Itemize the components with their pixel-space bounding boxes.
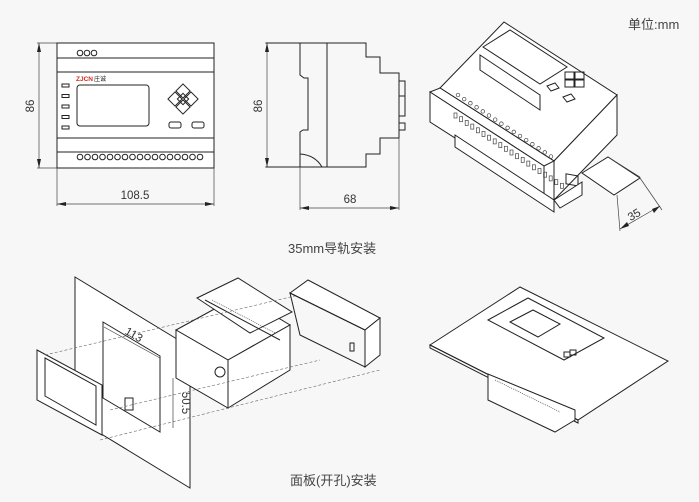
terminal-slot: [509, 149, 514, 156]
terminal-screw: [536, 146, 541, 151]
terminal-screw: [144, 153, 151, 161]
terminal-screw: [196, 153, 204, 161]
terminal-slot: [498, 142, 503, 148]
terminal-slot: [470, 123, 475, 130]
front-width-dim: 108.5: [121, 190, 150, 202]
terminal-slot: [464, 120, 469, 126]
terminal-screw: [542, 150, 547, 155]
terminal-screw: [517, 133, 523, 139]
terminal-screw: [76, 153, 84, 161]
led-indicator: [61, 115, 70, 119]
terminal-screw: [121, 153, 129, 161]
terminal-screw: [486, 113, 492, 118]
terminal-screw: [159, 153, 166, 161]
terminal-slot: [526, 160, 531, 167]
terminal-slot: [532, 164, 536, 171]
terminal-screw: [462, 96, 467, 102]
terminal-screw: [455, 92, 461, 98]
terminal-screw: [174, 153, 181, 161]
terminal-slot: [554, 179, 559, 185]
terminal-screw: [166, 153, 174, 161]
terminal-screw: [91, 153, 99, 161]
led-indicator: [61, 125, 70, 130]
top-terminals: [76, 49, 98, 57]
terminal-screw: [480, 109, 485, 114]
terminal-screw: [181, 153, 189, 161]
navigation-keypad: [167, 83, 199, 115]
terminal-screw: [511, 129, 516, 135]
mounting-bezel: [36, 349, 103, 436]
terminal-slot: [481, 131, 486, 137]
front-view: 86 ZJCN 庄诚 108.5: [25, 42, 215, 206]
panel-cutout: [102, 321, 161, 433]
terminal-slot: [520, 157, 525, 163]
terminal-screw: [505, 125, 510, 130]
bottom-terminals: [76, 153, 204, 161]
terminal-slot: [548, 175, 553, 182]
led-indicator: [61, 83, 70, 88]
front-body: [56, 42, 215, 169]
terminal-screw: [468, 101, 473, 106]
isometric-rail-view: 35: [428, 21, 663, 232]
terminal-screw: [474, 105, 479, 110]
terminal-screw: [530, 142, 535, 147]
side-view: 86 68: [253, 42, 406, 210]
terminal-screw: [99, 153, 106, 161]
terminal-slot: [504, 145, 508, 152]
terminal-slot: [537, 168, 542, 174]
iso-lcd-screen: [482, 29, 568, 85]
cutout-height-dim: 50.5: [179, 392, 191, 414]
led-indicators: [61, 83, 70, 130]
brand-logo: ZJCN: [76, 76, 93, 83]
terminal-screw: [83, 49, 91, 57]
led-indicator: [61, 94, 70, 98]
terminal-screw: [114, 153, 121, 161]
unit-label: 单位:mm: [628, 17, 680, 32]
side-depth-dim: 68: [344, 194, 357, 206]
terminal-screw: [189, 153, 196, 161]
terminal-screw: [493, 117, 498, 122]
function-button-right: [191, 121, 205, 129]
terminal-slot: [492, 138, 497, 145]
brand-logo-cjk: 庄诚: [94, 75, 106, 83]
terminal-screw: [151, 153, 159, 161]
terminal-slot: [453, 112, 458, 119]
terminal-screw: [129, 153, 136, 161]
rail-install-caption: 35mm导轨安装: [288, 241, 377, 256]
terminal-screw: [84, 153, 91, 161]
terminal-screw: [499, 121, 504, 126]
terminal-slot: [543, 171, 547, 178]
terminal-slot: [476, 127, 480, 134]
rail-width-dim: 35: [626, 207, 643, 224]
terminal-slot: [487, 134, 491, 141]
terminal-screw: [548, 154, 554, 159]
panel-install-caption: 面板(开孔)安装: [290, 473, 377, 488]
front-height-dim: 86: [25, 100, 37, 113]
panel-mounted-view: [428, 286, 670, 433]
terminal-slot: [560, 182, 564, 189]
terminal-screw: [90, 49, 98, 57]
terminal-slot: [459, 116, 463, 123]
terminal-slot: [515, 153, 519, 160]
terminal-screw: [136, 153, 144, 161]
led-indicator: [61, 104, 70, 109]
panel-exploded-view: 113 50.5: [36, 276, 381, 489]
side-height-dim: 86: [253, 100, 265, 113]
terminal-screw: [76, 49, 84, 57]
function-button-left: [168, 121, 182, 129]
terminal-screw: [106, 153, 114, 161]
mounted-meter-face: [486, 297, 606, 361]
terminal-screw: [524, 137, 529, 143]
lcd-screen: [76, 84, 150, 127]
